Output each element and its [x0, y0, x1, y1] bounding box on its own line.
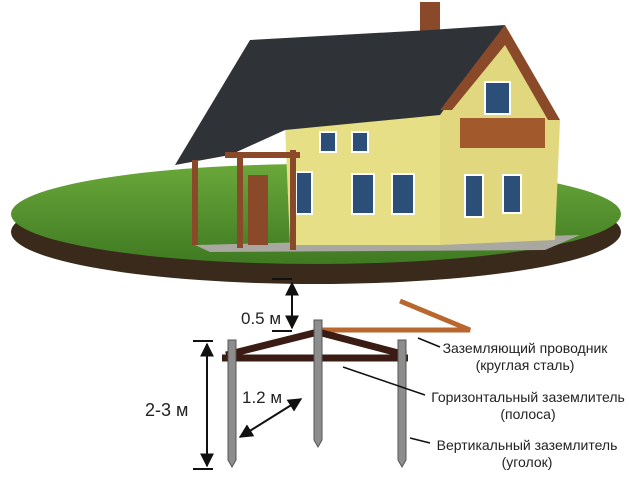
rod-center	[313, 319, 323, 449]
vertical-rods	[227, 319, 407, 469]
conductor-label-material: (круглая сталь)	[475, 357, 575, 373]
spacing-arrow	[238, 398, 303, 438]
vertical-label: Вертикальный заземлитель (уголок)	[432, 437, 622, 471]
door	[248, 175, 268, 245]
rod-length-label: 2-3 м	[145, 400, 189, 420]
grounding-conductor	[320, 298, 471, 333]
horizontal-label-name: Горизонтальный заземлитель	[431, 389, 625, 405]
vertical-label-name: Вертикальный заземлитель	[436, 437, 618, 453]
spacing-label: 1.2 м	[242, 388, 283, 407]
horizontal-label: Горизонтальный заземлитель (полоса)	[428, 389, 628, 423]
conductor-label: Заземляющий проводник (круглая сталь)	[440, 340, 610, 374]
balcony	[460, 118, 545, 148]
depth-label: 0.5 м	[241, 309, 282, 328]
house	[175, 2, 580, 252]
rod-right	[397, 339, 407, 469]
horizontal-label-material: (полоса)	[500, 406, 556, 422]
vertical-label-material: (уголок)	[501, 454, 553, 470]
rod-left	[227, 339, 237, 469]
roof	[175, 25, 505, 165]
conductor-label-name: Заземляющий проводник	[442, 340, 608, 356]
